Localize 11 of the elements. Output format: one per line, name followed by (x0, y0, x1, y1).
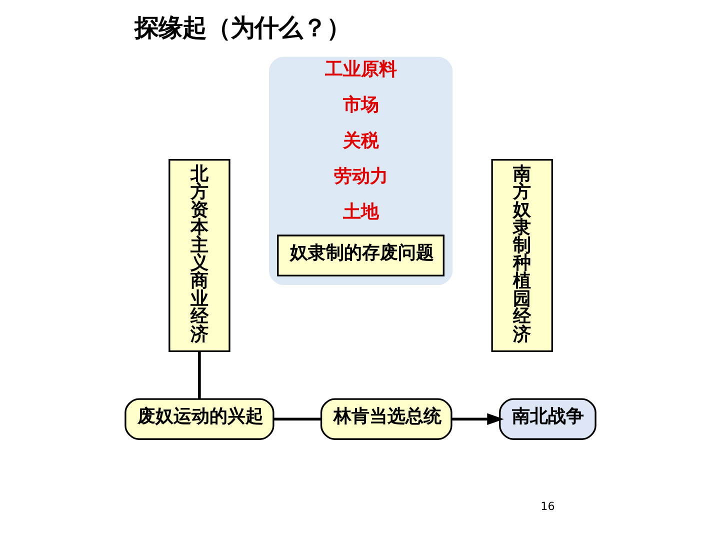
node-box: 南方奴隶制种植园经济 (490, 159, 552, 352)
node-box: 林肯当选总统 (320, 398, 452, 440)
node-box: 南北战争 (498, 398, 596, 440)
connector (273, 418, 321, 420)
connector (198, 351, 200, 400)
arrow (451, 413, 504, 425)
label: 16 (540, 500, 554, 513)
node-box: 奴隶制的存废问题 (276, 234, 444, 276)
node-box: 废奴运动的兴起 (124, 398, 274, 440)
node-box: 北方资本主义商业经济 (168, 159, 230, 352)
diagram-title: 探缘起（为什么？） (134, 12, 350, 42)
